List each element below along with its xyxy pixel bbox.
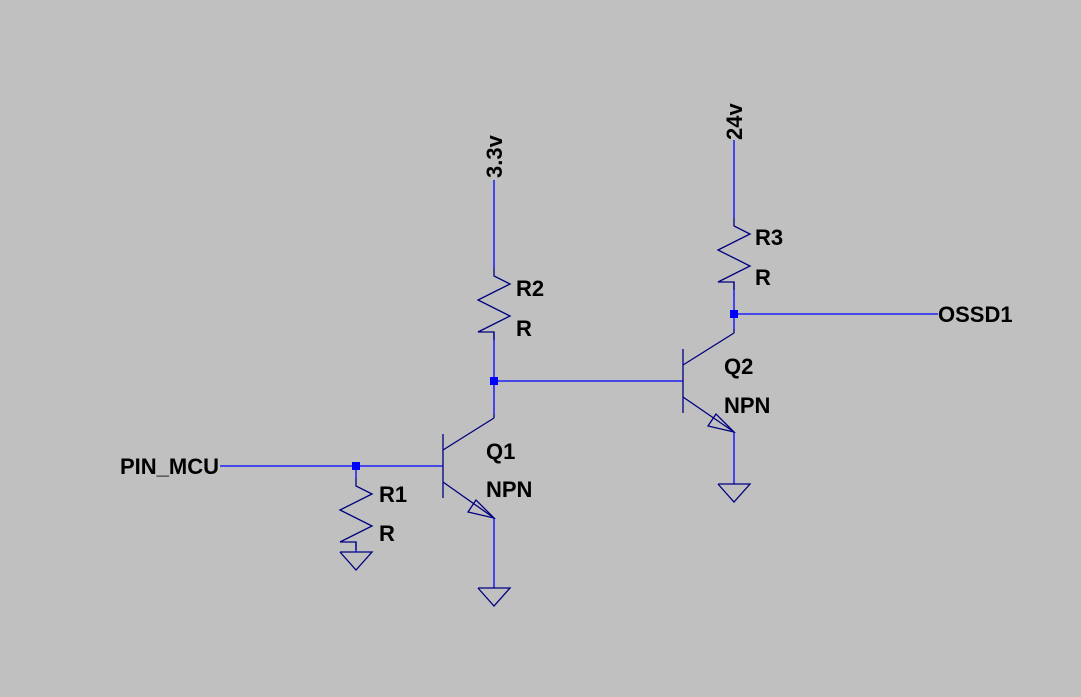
junction-q1-collector-q2-base [490,377,498,385]
net-label-3v3: 3.3v [482,134,507,178]
wires [220,140,938,588]
resistors [338,218,752,550]
net-label-input: PIN_MCU [120,454,219,479]
transistors [442,329,737,520]
r2-name: R2 [516,276,544,301]
r2-value: R [516,316,532,341]
resistor-r1[interactable] [338,478,374,550]
ground-symbol-q1 [477,587,512,607]
transistor-q2[interactable] [682,329,737,434]
transistor-q1[interactable] [442,414,497,520]
net-label-output: OSSD1 [938,302,1013,327]
junction-input-r1 [352,462,360,470]
resistor-r3[interactable] [716,218,752,290]
ground-symbol-r1 [339,551,374,571]
ground-symbol-q2 [717,483,752,503]
grounds [339,483,752,607]
junctions [352,310,738,470]
r3-value: R [755,265,771,290]
r3-name: R3 [755,225,783,250]
r1-name: R1 [379,482,407,507]
q1-name: Q1 [486,439,515,464]
q1-value: NPN [486,477,532,502]
q2-name: Q2 [724,354,753,379]
net-label-24v: 24v [722,103,747,140]
r1-value: R [379,521,395,546]
resistor-r2[interactable] [476,268,512,340]
q2-value: NPN [724,393,770,418]
junction-q2-collector-output [730,310,738,318]
